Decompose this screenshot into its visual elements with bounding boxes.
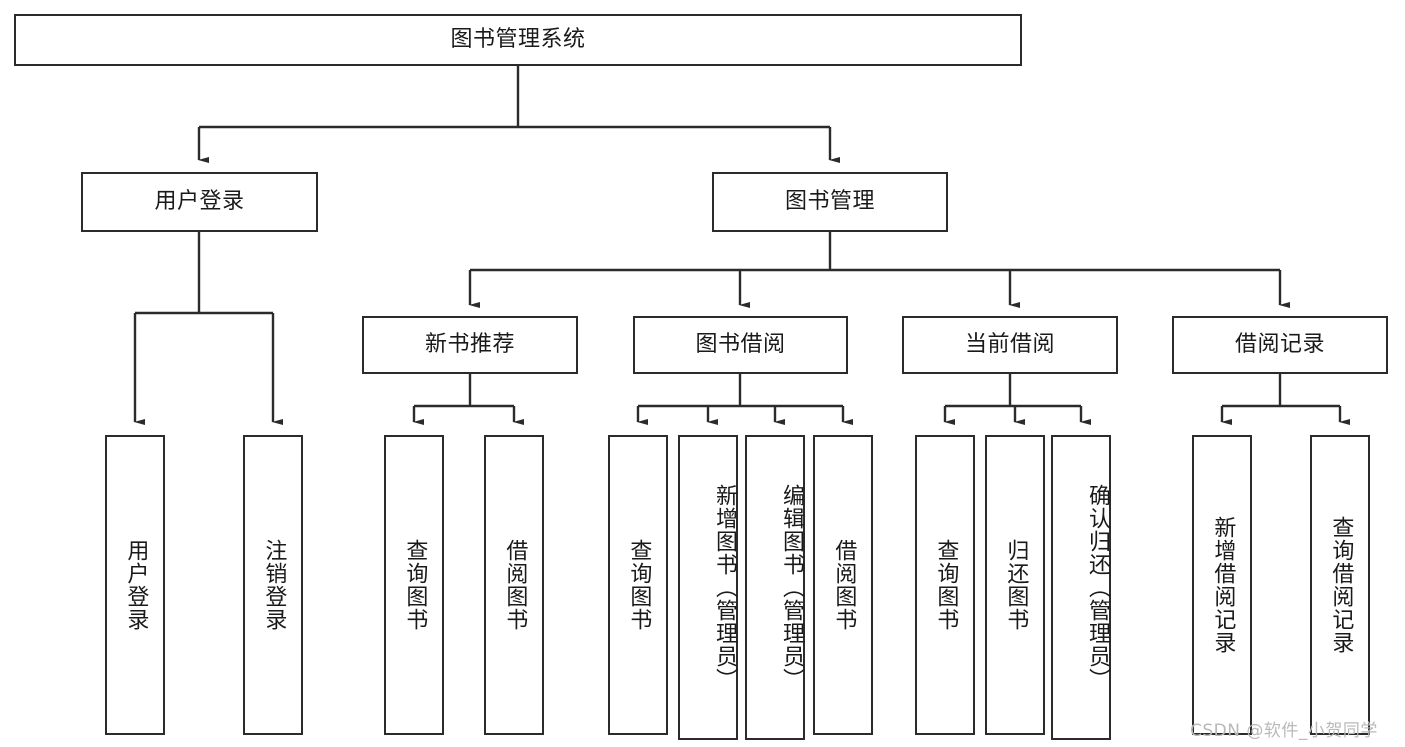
node-current-borrow-label: 当前借阅 — [964, 331, 1055, 357]
node-book-manage-label: 图书管理 — [784, 188, 875, 214]
node-leaf-query-record-label: 查询借阅记录 — [1328, 516, 1354, 654]
node-leaf-query-book-3[interactable]: 查询图书 — [915, 435, 975, 735]
node-root-label: 图书管理系统 — [450, 26, 586, 52]
node-borrow-record-label: 借阅记录 — [1234, 331, 1325, 357]
node-leaf-add-record[interactable]: 新增借阅记录 — [1192, 435, 1252, 735]
node-leaf-query-book-3-label: 查询图书 — [933, 539, 959, 631]
node-leaf-return-book-label: 归还图书 — [1003, 539, 1029, 631]
node-leaf-borrow-book-2-label: 借阅图书 — [831, 539, 857, 631]
node-leaf-borrow-book-2[interactable]: 借阅图书 — [813, 435, 873, 735]
node-leaf-user-login[interactable]: 用户登录 — [105, 435, 165, 735]
node-leaf-confirm-return[interactable]: 确认归还（管理员） — [1051, 435, 1111, 740]
node-leaf-add-book[interactable]: 新增图书（管理员） — [678, 435, 738, 740]
node-leaf-confirm-return-label: 确认归还（管理员） — [1085, 484, 1110, 691]
node-new-book-recommend-label: 新书推荐 — [424, 331, 515, 357]
node-leaf-query-record[interactable]: 查询借阅记录 — [1310, 435, 1370, 735]
node-root[interactable]: 图书管理系统 — [14, 14, 1022, 66]
node-leaf-edit-book-label: 编辑图书（管理员） — [779, 484, 804, 691]
node-book-borrow-label: 图书借阅 — [695, 331, 786, 357]
watermark-csdn: CSDN @软件_小贺同学 — [1190, 721, 1378, 741]
node-leaf-query-book-2[interactable]: 查询图书 — [608, 435, 668, 735]
node-leaf-return-book[interactable]: 归还图书 — [985, 435, 1045, 735]
node-current-borrow[interactable]: 当前借阅 — [902, 316, 1118, 374]
node-borrow-record[interactable]: 借阅记录 — [1172, 316, 1388, 374]
node-book-borrow[interactable]: 图书借阅 — [633, 316, 848, 374]
node-leaf-user-logout-label: 注销登录 — [261, 539, 287, 631]
node-leaf-borrow-book-1[interactable]: 借阅图书 — [484, 435, 544, 735]
node-user-login[interactable]: 用户登录 — [81, 172, 318, 232]
node-leaf-user-logout[interactable]: 注销登录 — [243, 435, 303, 735]
node-new-book-recommend[interactable]: 新书推荐 — [362, 316, 578, 374]
node-leaf-add-book-label: 新增图书（管理员） — [712, 484, 737, 691]
node-leaf-borrow-book-1-label: 借阅图书 — [502, 539, 528, 631]
node-leaf-query-book-2-label: 查询图书 — [626, 539, 652, 631]
node-leaf-edit-book[interactable]: 编辑图书（管理员） — [745, 435, 805, 740]
node-leaf-user-login-label: 用户登录 — [123, 539, 149, 631]
node-book-manage[interactable]: 图书管理 — [712, 172, 948, 232]
node-leaf-query-book-1-label: 查询图书 — [402, 539, 428, 631]
node-leaf-query-book-1[interactable]: 查询图书 — [384, 435, 444, 735]
node-user-login-label: 用户登录 — [154, 188, 245, 214]
node-leaf-add-record-label: 新增借阅记录 — [1210, 516, 1236, 654]
